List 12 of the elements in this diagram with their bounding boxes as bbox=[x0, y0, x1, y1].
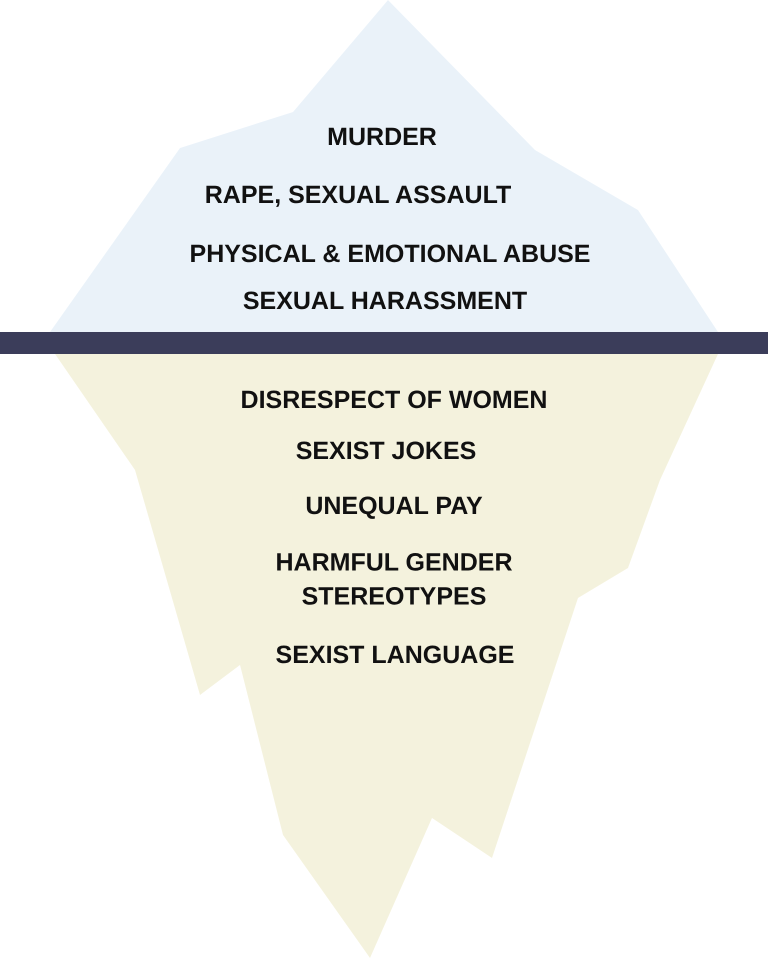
iceberg-label: UNEQUAL PAY bbox=[305, 491, 483, 522]
iceberg-label: HARMFUL GENDER STEREOTYPES bbox=[274, 547, 514, 612]
iceberg-tip bbox=[50, 0, 718, 332]
iceberg-label: PHYSICAL & EMOTIONAL ABUSE bbox=[190, 239, 590, 270]
iceberg-base bbox=[55, 354, 718, 958]
iceberg-label: SEXUAL HARASSMENT bbox=[242, 286, 528, 318]
iceberg-label: RAPE, SEXUAL ASSAULT bbox=[204, 180, 512, 212]
waterline-bar bbox=[0, 332, 768, 354]
iceberg-label: MURDER bbox=[327, 122, 437, 154]
iceberg-label: SEXIST LANGUAGE bbox=[276, 640, 514, 672]
iceberg-label: SEXIST JOKES bbox=[296, 436, 476, 468]
iceberg-label: DISRESPECT OF WOMEN bbox=[240, 385, 548, 416]
